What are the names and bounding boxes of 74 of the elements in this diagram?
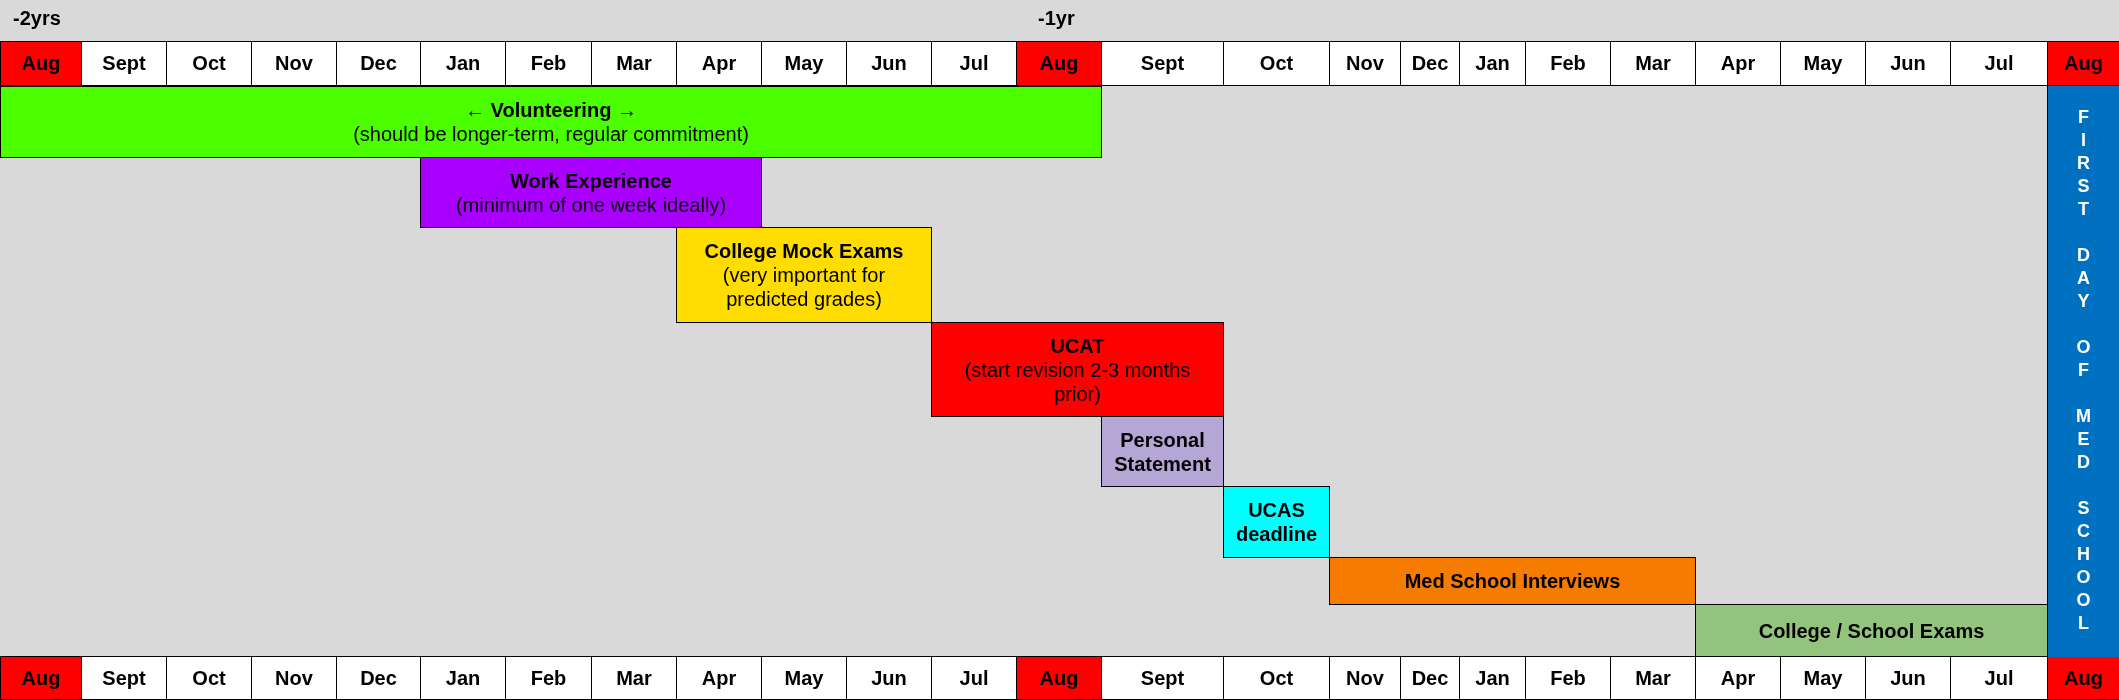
- month-cell: Aug: [2047, 41, 2119, 86]
- bar-note: (start revision 2-3 months prior): [963, 357, 1192, 406]
- month-cell: Mar: [591, 41, 677, 86]
- month-cell: Aug: [2047, 656, 2119, 700]
- month-cell: Sept: [1101, 41, 1224, 86]
- timeline-bar: [0, 86, 1102, 158]
- month-cell: Jan: [420, 656, 506, 700]
- month-cell: Sept: [81, 41, 167, 86]
- month-cell: Jan: [1459, 656, 1526, 700]
- month-cell: Jan: [420, 41, 506, 86]
- bar-title: UCAS deadline: [1235, 498, 1318, 546]
- month-cell: Jun: [846, 656, 932, 700]
- month-cell: Dec: [336, 41, 421, 86]
- month-cell: Jun: [1865, 41, 1951, 86]
- month-cell: Nov: [1329, 656, 1401, 700]
- month-cell: Nov: [251, 41, 337, 86]
- month-cell: Mar: [1610, 656, 1696, 700]
- timeline-bar: [1695, 604, 2048, 657]
- year-marker: -1yr: [1038, 7, 1075, 30]
- month-cell: May: [1780, 41, 1866, 86]
- month-cell: Apr: [1695, 41, 1781, 86]
- month-cell: Sept: [1101, 656, 1224, 700]
- milestone-band: [2047, 86, 2119, 657]
- month-cell: Jan: [1459, 41, 1526, 86]
- timeline-bar: [1223, 486, 1330, 558]
- month-cell: Dec: [1400, 41, 1460, 86]
- bar-title: UCAT: [1050, 333, 1105, 358]
- bar-title: Work Experience: [510, 168, 672, 193]
- bar-title: ← Volunteering →: [465, 98, 637, 122]
- month-cell: Apr: [1695, 656, 1781, 700]
- month-cell: Jul: [931, 656, 1017, 700]
- month-cell: Feb: [505, 656, 592, 700]
- month-cell: Oct: [1223, 656, 1330, 700]
- bar-title: Personal Statement: [1114, 427, 1211, 476]
- month-cell: Jun: [846, 41, 932, 86]
- month-cell: Nov: [251, 656, 337, 700]
- bar-title: College / School Exams: [1758, 618, 1985, 643]
- month-cell: Jun: [1865, 656, 1951, 700]
- month-cell: Feb: [1525, 656, 1611, 700]
- month-cell: May: [761, 41, 847, 86]
- month-cell: Feb: [1525, 41, 1611, 86]
- month-cell: Feb: [505, 41, 592, 86]
- month-cell: Aug: [0, 656, 82, 700]
- bar-note: (very important for predicted grades): [721, 263, 887, 311]
- bar-title: College Mock Exams: [704, 239, 904, 263]
- timeline-bar: [1101, 416, 1224, 487]
- month-cell: Aug: [1016, 41, 1102, 86]
- month-cell: Apr: [676, 656, 762, 700]
- month-cell: Apr: [676, 41, 762, 86]
- month-cell: Mar: [591, 656, 677, 700]
- vertical-heading: FIRST DAY OF MED SCHOOL: [2074, 107, 2093, 636]
- month-cell: Aug: [1016, 656, 1102, 700]
- bar-title: Med School Interviews: [1404, 569, 1621, 593]
- month-cell: Dec: [336, 656, 421, 700]
- month-cell: Nov: [1329, 41, 1401, 86]
- month-cell: Jul: [1950, 41, 2048, 86]
- month-cell: Mar: [1610, 41, 1696, 86]
- month-cell: Jul: [1950, 656, 2048, 700]
- month-cell: Aug: [0, 41, 82, 86]
- timeline-bar: [931, 322, 1224, 417]
- bar-note: (minimum of one week ideally): [455, 192, 727, 217]
- month-cell: Oct: [166, 41, 252, 86]
- timeline-bar: [420, 157, 762, 228]
- timeline-bar: [1329, 557, 1696, 605]
- timeline-bar: [676, 227, 932, 323]
- bar-note: (should be longer-term, regular commitment): [353, 122, 749, 146]
- month-cell: Oct: [1223, 41, 1330, 86]
- month-cell: May: [1780, 656, 1866, 700]
- month-cell: Sept: [81, 656, 167, 700]
- year-marker: -2yrs: [13, 7, 61, 30]
- month-cell: May: [761, 656, 847, 700]
- month-cell: Dec: [1400, 656, 1460, 700]
- month-cell: Jul: [931, 41, 1017, 86]
- month-cell: Oct: [166, 656, 252, 700]
